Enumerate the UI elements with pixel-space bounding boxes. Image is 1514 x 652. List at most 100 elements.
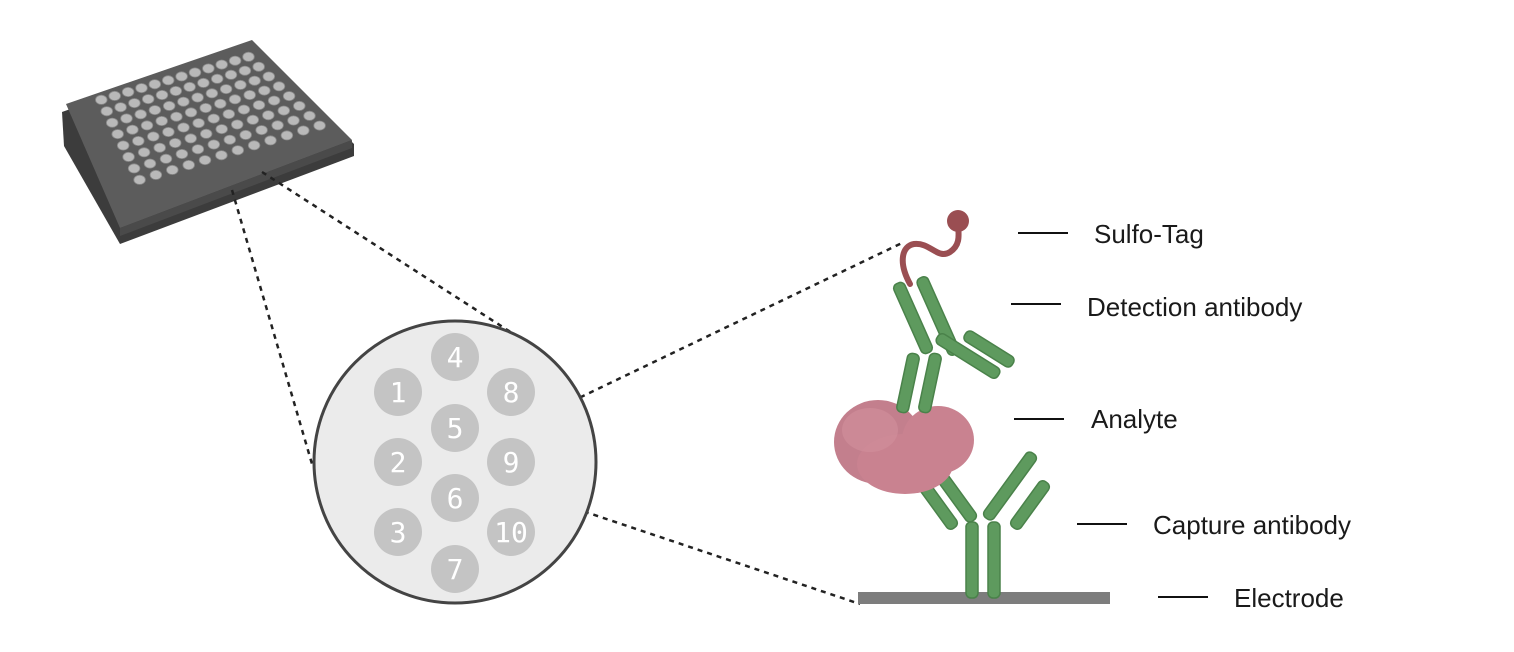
- plate-well: [214, 98, 227, 109]
- electrode-bar: [858, 592, 1110, 604]
- plate-well: [267, 95, 281, 106]
- plate-well: [175, 71, 188, 82]
- plate-well: [166, 164, 179, 175]
- detection-antibody: [892, 276, 1015, 414]
- plate-well: [239, 129, 252, 140]
- plate-well: [177, 122, 190, 133]
- spot-number: 9: [503, 446, 520, 479]
- plate-well: [168, 137, 182, 148]
- plate-well: [183, 81, 196, 92]
- plate-well: [162, 100, 176, 111]
- spot-number: 2: [390, 446, 407, 479]
- plate-well: [243, 90, 256, 101]
- plate-well: [135, 83, 148, 94]
- plate-well: [223, 134, 237, 145]
- spot-4: [431, 333, 479, 381]
- plate-well: [120, 113, 133, 124]
- plate-well: [255, 125, 268, 136]
- plate-well: [222, 109, 236, 120]
- label-sulfo-tag: Sulfo-Tag: [1094, 219, 1204, 249]
- plate-well: [147, 131, 160, 142]
- plate-well: [224, 69, 238, 80]
- label-analyte: Analyte: [1091, 404, 1178, 434]
- label-detection-antibody: Detection antibody: [1087, 292, 1302, 322]
- plate-well: [121, 87, 135, 98]
- spot-3: [374, 508, 422, 556]
- plate-well: [177, 96, 190, 107]
- spot-5: [431, 404, 479, 452]
- plate-well: [277, 105, 291, 116]
- plate-well: [162, 127, 175, 138]
- plate-top-edge: [120, 140, 352, 236]
- plate-well: [95, 94, 108, 105]
- plate-well: [148, 79, 162, 90]
- plate-well: [237, 104, 251, 115]
- microplate: [62, 40, 354, 244]
- spot-number: 7: [447, 553, 464, 586]
- plate-well: [141, 94, 155, 105]
- plate-well: [198, 155, 212, 166]
- plate-well: [161, 75, 175, 86]
- plate-well: [215, 150, 228, 161]
- plate-well: [231, 145, 245, 156]
- plate-well: [137, 147, 151, 158]
- plate-well: [199, 128, 213, 139]
- plate-well: [155, 90, 169, 101]
- spot-9: [487, 438, 535, 486]
- spot-6: [431, 474, 479, 522]
- zoom-line-plate-left: [230, 189, 314, 465]
- plate-well: [169, 86, 183, 97]
- plate-well: [128, 98, 141, 109]
- plate-well: [197, 77, 210, 88]
- plate-well: [280, 130, 294, 141]
- plate-well: [199, 103, 212, 114]
- label-electrode: Electrode: [1234, 583, 1344, 613]
- plate-well: [247, 140, 261, 151]
- zoom-line-plate-right: [261, 170, 513, 335]
- plate-well: [230, 119, 244, 130]
- plate-well: [192, 118, 205, 129]
- plate-well: [127, 163, 141, 174]
- plate-well: [100, 106, 114, 117]
- spot-8: [487, 368, 535, 416]
- plate-well: [262, 71, 276, 82]
- plate-wells: [95, 51, 326, 185]
- capture-antibody: [917, 451, 1051, 599]
- plate-well: [143, 158, 157, 169]
- plate-well: [262, 110, 275, 121]
- plate-well: [202, 63, 215, 74]
- plate-well: [184, 107, 198, 118]
- plate-well: [287, 115, 300, 126]
- plate-well: [228, 94, 242, 105]
- spot-number: 1: [390, 376, 407, 409]
- spot-1: [374, 368, 422, 416]
- spot-7: [431, 545, 479, 593]
- plate-well: [264, 135, 277, 146]
- plate-well: [191, 92, 204, 103]
- plate-well: [188, 67, 202, 78]
- plate-well: [271, 120, 284, 131]
- spot-10: [487, 508, 535, 556]
- plate-well: [140, 120, 154, 131]
- plate-well: [111, 129, 124, 140]
- plate-well: [159, 153, 173, 164]
- plate-well: [170, 111, 183, 122]
- plate-well: [155, 116, 168, 127]
- plate-well: [246, 114, 260, 125]
- plate-well: [238, 65, 252, 76]
- spot-number: 6: [447, 482, 464, 515]
- spot-2: [374, 438, 422, 486]
- plate-well: [205, 88, 219, 99]
- plate-well: [234, 79, 247, 90]
- plate-well: [297, 125, 310, 136]
- spot-number: 5: [447, 412, 464, 445]
- plate-well: [105, 117, 119, 128]
- plate-well: [248, 75, 261, 86]
- plate-well: [184, 133, 197, 144]
- plate-well: [228, 55, 242, 66]
- plate-well: [191, 144, 205, 155]
- spot-number: 3: [390, 516, 407, 549]
